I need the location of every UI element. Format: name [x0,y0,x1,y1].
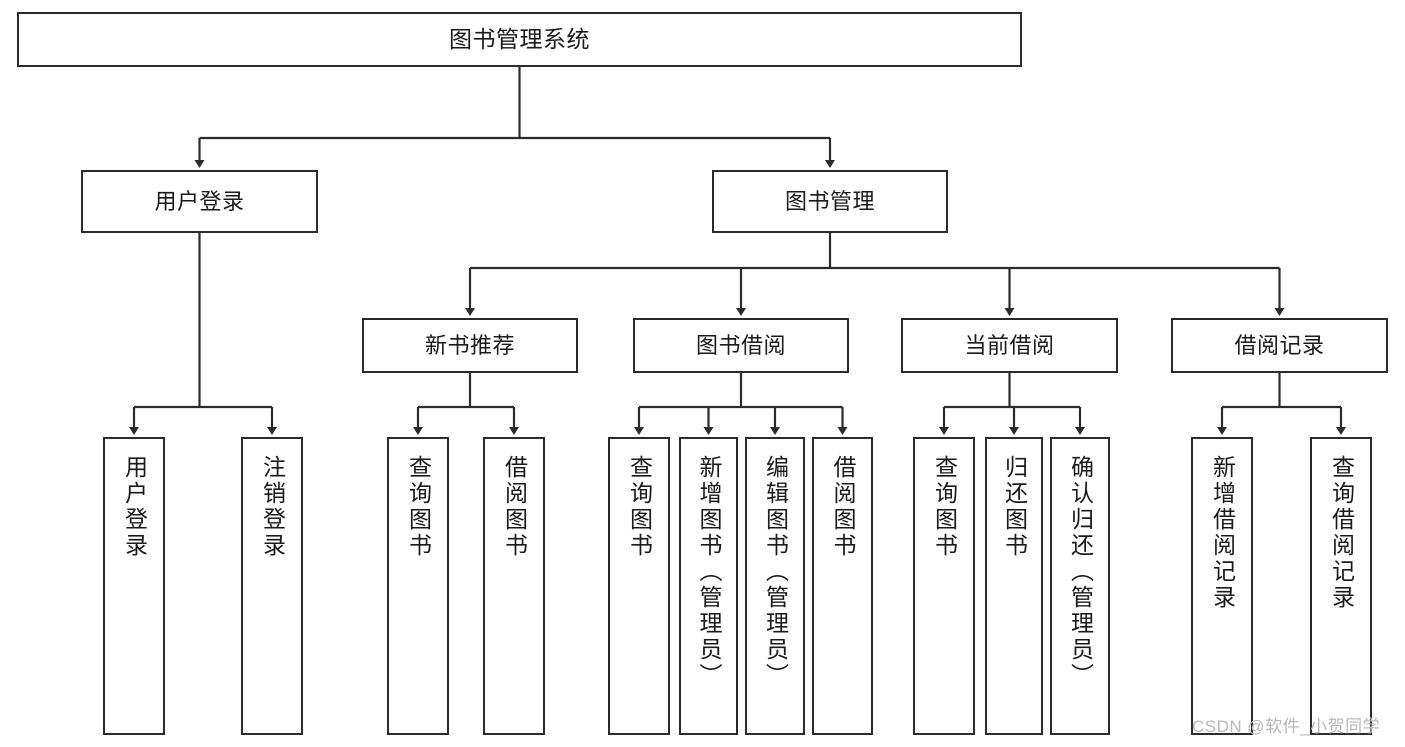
node-leaf8[interactable]: 借阅图书 [812,437,873,735]
node-label: 新增借阅记录 [1209,455,1236,611]
node-label: 归还图书 [1001,455,1028,559]
node-leaf6[interactable]: 新增图书（管理员） [679,437,738,735]
node-label: 注销登录 [259,455,286,559]
node-leaf11[interactable]: 确认归还（管理员） [1050,437,1110,735]
node-login[interactable]: 用户登录 [81,170,318,233]
node-newbook[interactable]: 新书推荐 [362,318,578,373]
node-label: 查询借阅记录 [1328,455,1355,611]
node-current[interactable]: 当前借阅 [901,318,1118,373]
node-label: 确认归还（管理员） [1067,455,1094,689]
node-root[interactable]: 图书管理系统 [17,12,1022,67]
node-label: 编辑图书（管理员） [762,455,789,689]
node-label: 借阅图书 [501,455,528,559]
node-label: 用户登录 [154,188,245,214]
node-label: 新书推荐 [424,332,515,358]
node-label: 查询图书 [626,455,653,559]
node-records[interactable]: 借阅记录 [1171,318,1388,373]
node-leaf4[interactable]: 借阅图书 [483,437,545,735]
node-leaf3[interactable]: 查询图书 [387,437,449,735]
node-label: 新增图书（管理员） [696,455,722,689]
node-label: 查询图书 [931,455,958,559]
node-label: 当前借阅 [964,332,1055,358]
node-leaf12[interactable]: 新增借阅记录 [1191,437,1253,735]
node-label: 图书管理 [784,188,875,214]
node-label: 图书借阅 [695,332,786,358]
node-label: 借阅记录 [1234,332,1325,358]
node-leaf5[interactable]: 查询图书 [608,437,670,735]
node-leaf13[interactable]: 查询借阅记录 [1310,437,1372,735]
node-borrow[interactable]: 图书借阅 [633,318,849,373]
node-label: 借阅图书 [830,455,856,559]
node-leaf10[interactable]: 归还图书 [985,437,1043,735]
node-label: 图书管理系统 [449,26,590,53]
node-leaf1[interactable]: 用户登录 [103,437,165,735]
node-label: 用户登录 [121,455,148,559]
node-leaf2[interactable]: 注销登录 [241,437,303,735]
node-bookmgmt[interactable]: 图书管理 [712,170,948,233]
node-label: 查询图书 [405,455,432,559]
node-leaf7[interactable]: 编辑图书（管理员） [745,437,805,735]
node-leaf9[interactable]: 查询图书 [913,437,975,735]
